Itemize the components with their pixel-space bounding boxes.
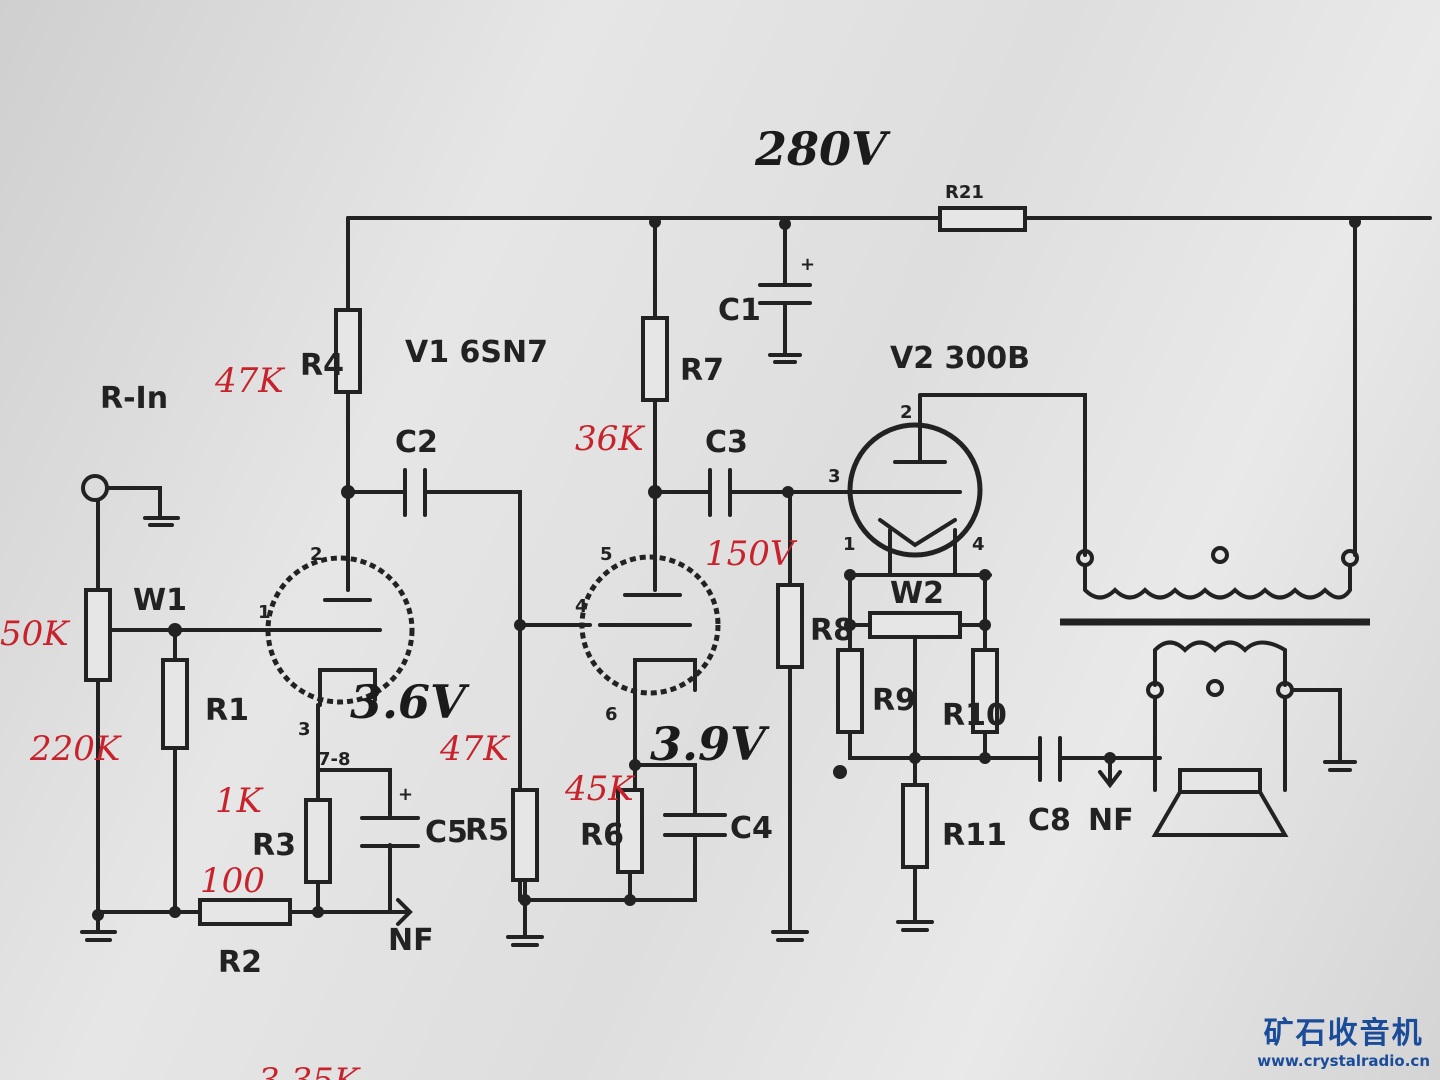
svg-text:NF: NF [1088,803,1134,838]
resistor-r1: R1 [161,628,249,914]
watermark-url: www.crystalradio.cn [1257,1052,1430,1070]
svg-text:R7: R7 [680,353,724,388]
svg-text:R1: R1 [205,693,249,728]
r1-value: 220K [29,729,123,769]
r4-value: 47K [214,361,286,401]
r2-value: 100 [200,861,265,901]
capacitor-c1: + C1 [718,220,815,364]
resistor-r4: R4 [300,308,362,394]
svg-text:R4: R4 [300,348,344,383]
watermark-logo: 矿石收音机 www.crystalradio.cn [1257,1008,1430,1070]
resistor-r10: R10 [942,648,1007,764]
resistor-r7: R7 [641,316,724,402]
resistor-r3: R3 [252,703,392,914]
svg-text:2: 2 [310,544,323,565]
v2-label: V2 300B [890,341,1030,376]
v1a-cathode-voltage: 3.6V [350,675,470,729]
output-transformer [1060,546,1370,792]
svg-text:7-8: 7-8 [318,749,351,770]
r3-value: 1K [215,781,265,821]
svg-text:1: 1 [843,534,856,555]
svg-text:3: 3 [828,466,841,487]
svg-text:R6: R6 [580,818,624,853]
capacitor-c3: C3 [653,425,847,517]
supply-voltage-label: 280V [754,122,891,176]
v1b-cathode-voltage: 3.9V [650,717,770,771]
svg-text:R21: R21 [945,182,984,203]
svg-text:R3: R3 [252,828,296,863]
svg-text:NF: NF [388,923,434,958]
svg-text:C2: C2 [395,425,438,460]
svg-text:C1: C1 [718,293,761,328]
svg-text:R-In: R-In [100,381,168,416]
svg-text:C5: C5 [425,815,468,850]
svg-text:4: 4 [972,534,985,555]
ground-symbol [80,930,117,942]
r8-voltage: 150V [705,534,798,574]
nf-output: NF [1088,752,1134,838]
svg-text:R5: R5 [465,813,509,848]
svg-text:W1: W1 [133,583,187,618]
svg-text:+: + [398,784,413,805]
svg-text:4: 4 [575,596,588,617]
input-jack: R-In [81,381,180,932]
svg-text:6: 6 [605,704,618,725]
svg-text:5: 5 [600,544,613,565]
potentiometer-w2: W2 [844,569,992,762]
capacitor-c2: C2 [346,425,522,902]
w1-value: 50K [0,614,71,654]
resistor-r21: R21 [938,182,1027,232]
resistor-r11: R11 [896,752,1007,932]
resistor-r8: R8 [771,490,854,942]
nf-input-v1: NF [388,898,434,958]
svg-text:C4: C4 [730,811,773,846]
svg-text:2: 2 [900,402,913,423]
bottom-annotation: 3.35K [258,1061,362,1080]
capacitor-c5: + C5 [360,784,468,850]
tube-v1a: 2 1 3 7-8 [258,544,415,770]
tube-v1b: 5 4 6 [575,544,721,725]
resistor-r2: R2 [92,898,392,980]
potentiometer-w1: W1 [84,583,272,682]
resistor-r5: R5 [465,788,632,947]
v1-label: V1 6SN7 [405,335,548,370]
b-plus-rail [346,216,1432,557]
resistor-r9: R9 [836,648,1042,760]
r5-value: 47K [439,729,511,769]
r6-value: 45K [564,769,636,809]
svg-text:R2: R2 [218,945,262,980]
svg-text:+: + [800,254,815,275]
capacitor-c4: C4 [663,811,773,846]
svg-text:R8: R8 [810,613,854,648]
watermark-name: 矿石收音机 [1263,1016,1424,1051]
capacitor-c8: C8 [1028,736,1162,838]
svg-text:R9: R9 [872,683,916,718]
svg-text:R11: R11 [942,818,1007,853]
svg-text:R10: R10 [942,698,1007,733]
r7-value: 36K [575,419,646,459]
svg-text:3: 3 [298,719,311,740]
svg-text:C8: C8 [1028,803,1071,838]
tube-v2: 2 3 1 4 [828,393,1087,577]
resistor-r6: R6 [580,703,697,906]
loudspeaker-icon [1151,768,1289,837]
svg-text:C3: C3 [705,425,748,460]
svg-text:1: 1 [258,602,271,623]
svg-text:W2: W2 [890,576,944,611]
